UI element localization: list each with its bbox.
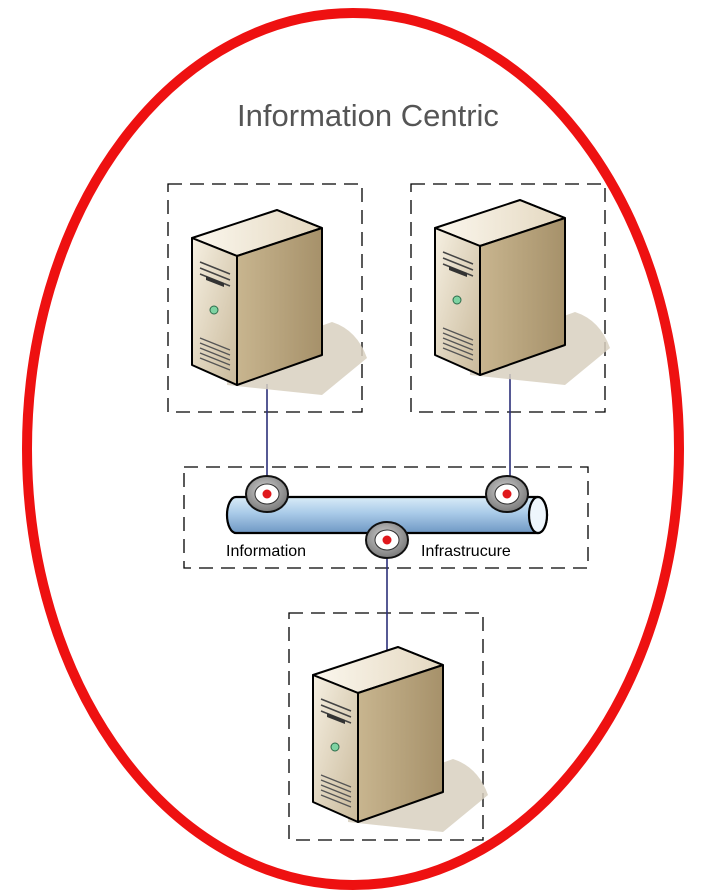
server-tower-icon (191, 209, 368, 396)
bus-label-left: Information (226, 543, 306, 560)
server-tower-icon (312, 646, 489, 833)
group-box-bus (183, 466, 589, 569)
group-box-top-left (167, 183, 363, 413)
information-bus-pipe (225, 495, 549, 535)
bus-connector-icon (245, 475, 289, 513)
diagram-title: Information Centric (237, 98, 499, 133)
group-box-bottom (288, 612, 484, 841)
bus-connector-icon (485, 475, 529, 513)
bus-label-right: Infrastrucure (421, 543, 511, 560)
boundary-ellipse (22, 8, 684, 890)
bus-connector-icon (365, 521, 409, 559)
server-tower-icon (434, 199, 611, 386)
group-box-top-right (410, 183, 606, 413)
